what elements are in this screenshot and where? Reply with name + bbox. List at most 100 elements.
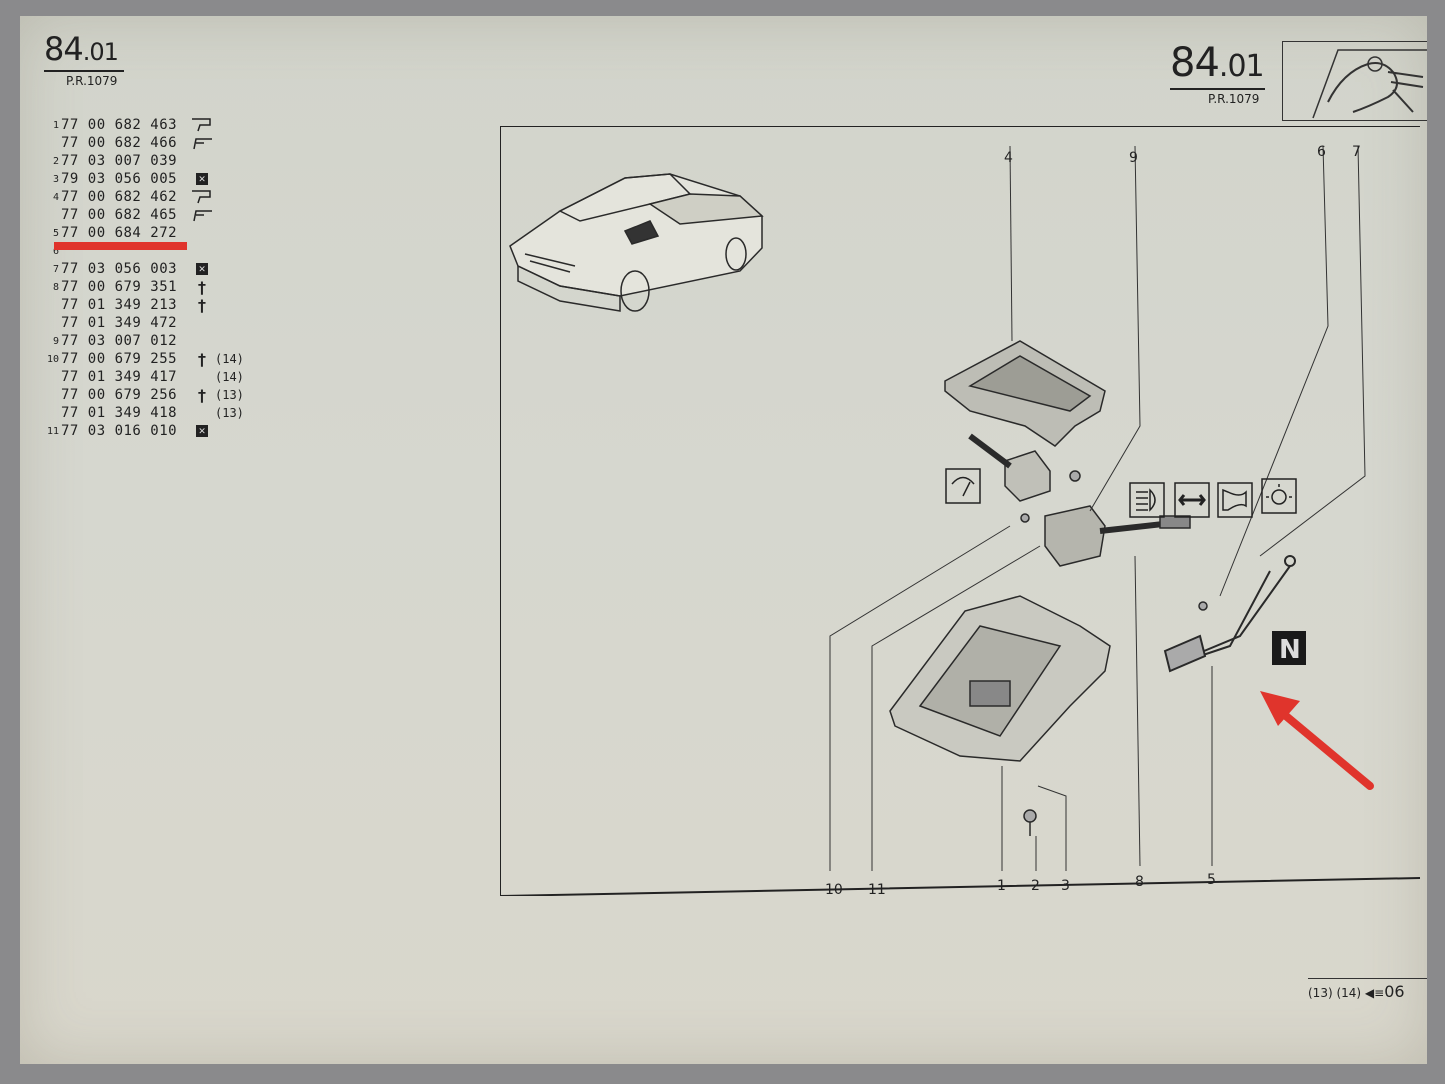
callout-5: 5	[1207, 872, 1216, 888]
part-number: 77 03 056 003	[61, 261, 178, 277]
part-row: 77 01 349 417 (14)	[45, 368, 244, 386]
svg-text:N: N	[1279, 635, 1301, 665]
ref-number: 7	[52, 263, 59, 275]
callout-7: 7	[1352, 144, 1361, 160]
part-number: 77 00 679 351	[61, 279, 178, 295]
part-number: 77 03 016 010	[61, 423, 178, 439]
dagger-icon: †	[197, 277, 207, 297]
ref-number: 10	[46, 353, 59, 365]
screws	[1020, 470, 1208, 836]
callout-4: 4	[1004, 150, 1013, 166]
section-number: 84.01	[44, 30, 119, 68]
header-right: 84.01 P.R.1079	[1170, 40, 1265, 106]
part-row: 6	[45, 242, 244, 260]
footer: (13) (14) ◀≡06	[1308, 978, 1427, 1001]
pr-reference: P.R.1079	[66, 74, 118, 88]
ref-number: 6	[52, 245, 59, 257]
boxed-x-icon: ✕	[189, 171, 215, 187]
bracket-right-icon	[189, 207, 215, 223]
indicator-arrows-icon	[1174, 482, 1210, 518]
diagram-frame	[499, 125, 1421, 898]
ref-number: 11	[46, 425, 59, 437]
wiper-switch	[968, 433, 1051, 502]
part-number: 77 00 682 465	[61, 207, 178, 223]
pr-reference-right: P.R.1079	[1208, 92, 1260, 106]
no-mark	[189, 243, 215, 259]
ref-number: 9	[52, 335, 59, 347]
part-number: 77 01 349 418	[61, 405, 178, 421]
part-number: 77 00 684 272	[61, 225, 178, 241]
leader-lines	[829, 145, 1366, 871]
part-note: (14)	[215, 352, 244, 366]
callout-6: 6	[1317, 144, 1326, 160]
no-mark	[189, 153, 215, 169]
car-illustration	[509, 173, 764, 312]
dagger-icon: †	[197, 295, 207, 315]
bracket-left-icon	[189, 117, 215, 133]
wiring-harness	[1163, 555, 1296, 673]
part-number: 77 00 682 463	[61, 117, 178, 133]
dagger-icon: †	[197, 349, 207, 369]
red-arrow-annotation	[1260, 691, 1374, 790]
switch-cover	[944, 340, 1106, 447]
lower-shell	[889, 595, 1111, 762]
callout-9: 9	[1129, 150, 1138, 166]
header-rule	[44, 70, 124, 72]
callout-1: 1	[997, 878, 1006, 894]
section-number-right: 84.01	[1170, 40, 1265, 86]
part-number: 77 00 679 256	[61, 387, 178, 403]
light-bulb-icon	[1261, 478, 1297, 514]
page-number: 06	[1384, 982, 1405, 1001]
callout-10: 10	[825, 882, 843, 896]
callout-8: 8	[1135, 874, 1144, 890]
no-mark	[189, 315, 215, 331]
light-switch	[1044, 505, 1191, 567]
horn-icon	[1217, 482, 1253, 518]
ref-number: 4	[52, 191, 59, 203]
callout-3: 3	[1061, 878, 1070, 894]
bracket-left-icon	[189, 189, 215, 205]
callout-2: 2	[1031, 878, 1040, 894]
ref-number: 5	[52, 227, 59, 239]
footer-notes: (13) (14)	[1308, 986, 1362, 1000]
exploded-diagram: 4 9 6 7 10 11 1 2 3 8 5	[499, 125, 1427, 898]
part-number: 77 03 007 012	[61, 333, 178, 349]
header-left: 84.01 P.R.1079	[44, 30, 124, 88]
headlamp-icon	[1129, 482, 1165, 518]
part-number: 79 03 056 005	[61, 171, 178, 187]
boxed-x-icon: ✕	[189, 423, 215, 439]
boxed-x-icon: ✕	[189, 261, 215, 277]
n-badge: N	[1272, 631, 1306, 665]
bracket-right-icon	[189, 135, 215, 151]
ref-number: 8	[52, 281, 59, 293]
ref-number: 3	[52, 173, 59, 185]
no-mark	[189, 225, 215, 241]
part-row: 77 00 682 465	[45, 206, 244, 224]
part-note: (13)	[215, 388, 244, 402]
part-row: 77 00 679 256 † (13)	[45, 385, 244, 405]
page-arrow-icon: ◀≡	[1364, 986, 1385, 1000]
no-mark	[189, 333, 215, 349]
part-number: 77 01 349 472	[61, 315, 178, 331]
part-note: (14)	[215, 370, 244, 384]
part-number: 77 00 682 462	[61, 189, 178, 205]
steering-column-thumbnail	[1282, 41, 1427, 121]
part-row: 77 01 349 418(13)	[45, 404, 244, 422]
part-number: 77 01 349 417	[61, 369, 178, 385]
part-number: 77 00 682 466	[61, 135, 178, 151]
dagger-icon: †	[197, 385, 207, 405]
footer-rule	[1308, 978, 1427, 979]
callout-11: 11	[868, 882, 886, 896]
part-row: 77 01 349 472	[45, 314, 244, 332]
